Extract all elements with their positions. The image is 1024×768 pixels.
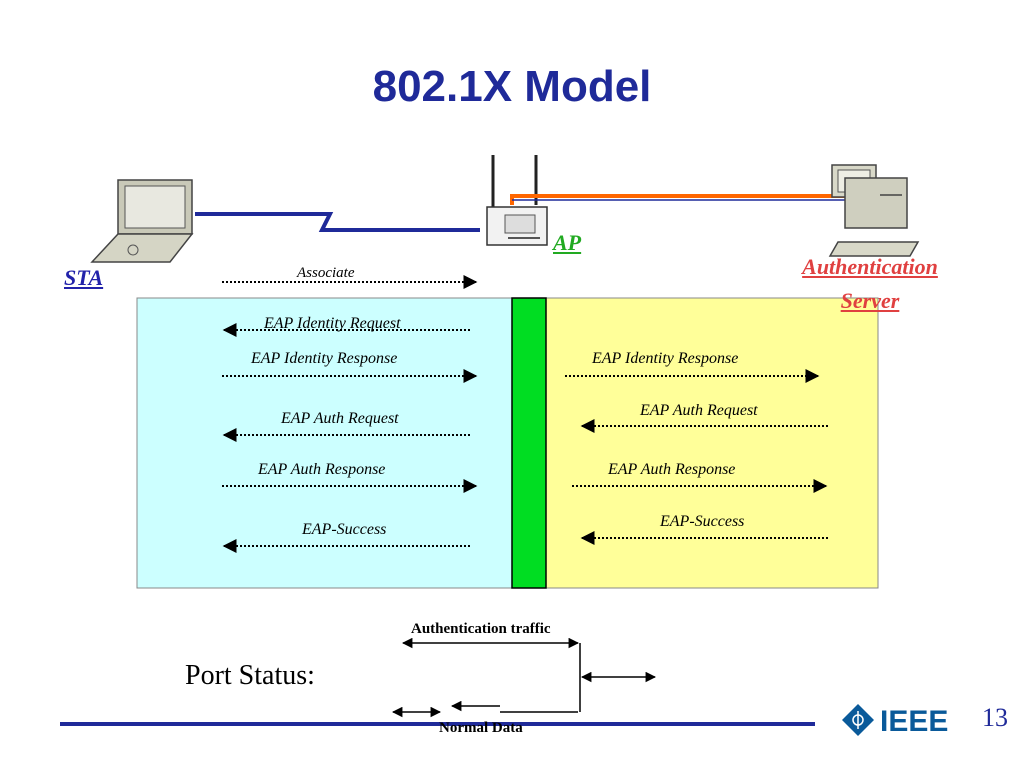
laptop-icon bbox=[90, 179, 194, 263]
access-point-icon bbox=[486, 155, 548, 246]
sta-zone bbox=[136, 297, 514, 589]
server-zone bbox=[544, 297, 879, 589]
sta-label: STA bbox=[64, 265, 104, 290]
msg-srv-success: EAP-Success bbox=[660, 513, 745, 530]
auth-server-label-line2: Server bbox=[840, 288, 900, 313]
msg-auth-response: EAP Auth Response bbox=[258, 461, 386, 478]
ieee-logo-icon bbox=[842, 704, 874, 736]
msg-identity-request: EAP Identity Request bbox=[264, 315, 401, 332]
msg-srv-auth-response: EAP Auth Response bbox=[608, 461, 736, 478]
port-bar bbox=[511, 297, 547, 589]
server-computer-icon bbox=[828, 164, 920, 257]
msg-srv-identity-response: EAP Identity Response bbox=[592, 350, 739, 367]
msg-srv-auth-request: EAP Auth Request bbox=[640, 402, 758, 419]
msg-identity-response: EAP Identity Response bbox=[251, 350, 398, 367]
port-status-label: Port Status: bbox=[185, 660, 315, 691]
port-status-legend bbox=[391, 637, 657, 718]
ap-server-link bbox=[510, 194, 845, 205]
sta-arrows bbox=[222, 275, 478, 553]
normal-data-label: Normal Data bbox=[439, 720, 523, 736]
auth-server-label-line1: Authentication bbox=[802, 254, 938, 279]
msg-success: EAP-Success bbox=[302, 521, 387, 538]
msg-associate: Associate bbox=[297, 265, 355, 281]
page-number: 13 bbox=[982, 703, 1008, 732]
server-arrows bbox=[565, 369, 828, 545]
auth-server-label: Authentication Server bbox=[770, 250, 970, 318]
auth-traffic-label: Authentication traffic bbox=[411, 621, 551, 637]
page-title: 802.1X Model bbox=[372, 62, 652, 111]
ap-label: AP bbox=[553, 230, 582, 255]
sta-ap-wire bbox=[195, 212, 480, 232]
ieee-logo-text: IEEE bbox=[880, 705, 949, 738]
msg-auth-request: EAP Auth Request bbox=[281, 410, 399, 427]
